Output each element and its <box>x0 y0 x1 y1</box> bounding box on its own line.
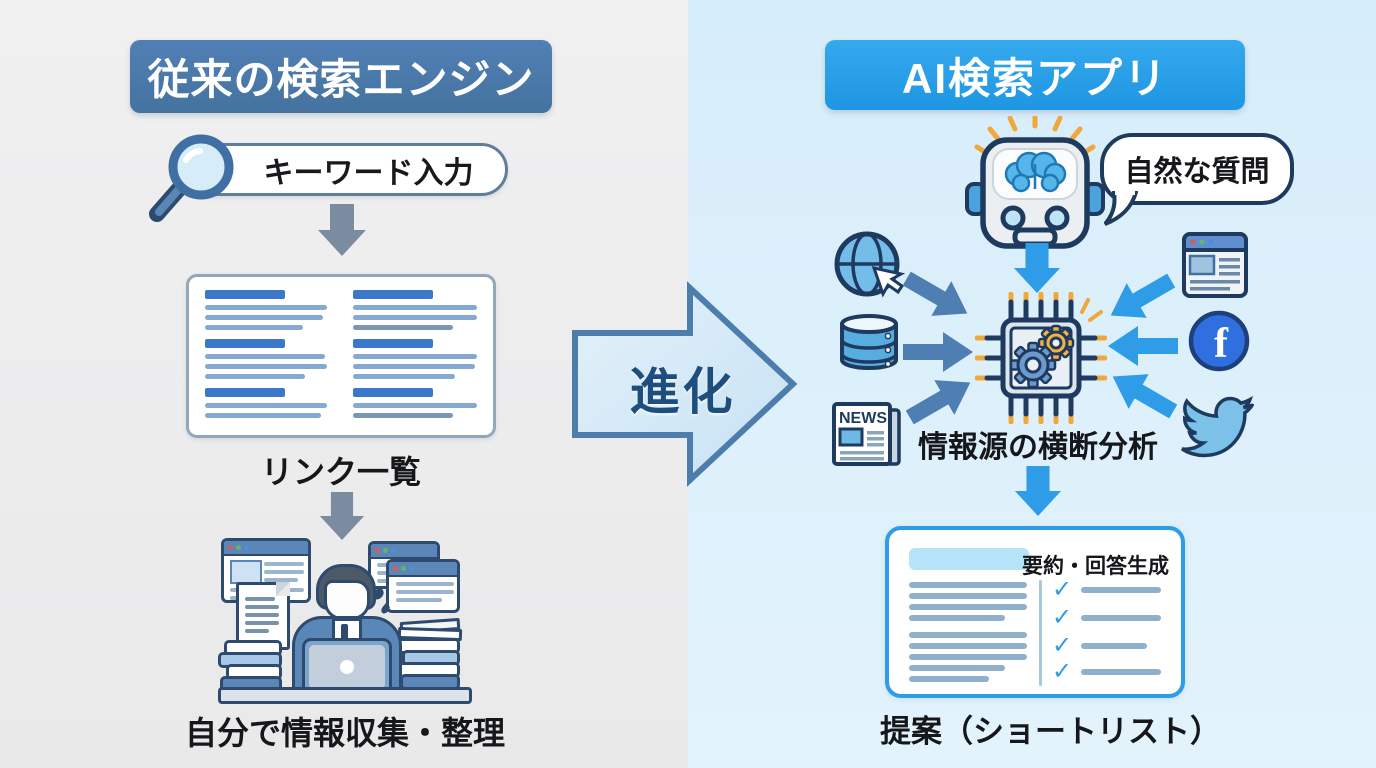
desk <box>218 687 472 704</box>
flow-arrow-left-icon <box>1112 374 1178 419</box>
keyword-search-label: キーワード入力 <box>263 156 474 190</box>
flow-arrow-right-icon <box>905 380 971 425</box>
down-arrow-icon <box>319 492 365 540</box>
cpu-chip-icon <box>975 292 1107 424</box>
manual-research-illustration <box>208 538 522 704</box>
browser-window-icon <box>386 559 460 613</box>
facebook-letter: f <box>1214 321 1229 367</box>
analysis-caption: 情報源の横断分析 <box>918 431 1158 464</box>
check-icon: ✓ <box>1052 632 1073 659</box>
browser-window-icon <box>1182 232 1248 298</box>
database-icon <box>840 314 898 370</box>
link-results-box <box>186 274 496 438</box>
right-panel-header: AI検索アプリ <box>825 40 1245 110</box>
flow-arrow-left-icon <box>1110 273 1176 318</box>
checklist-item: ✓ <box>1052 576 1162 603</box>
checklist-item: ✓ <box>1052 604 1162 631</box>
card-divider <box>1039 580 1042 686</box>
keyword-search-bar: キーワード入力 <box>183 143 508 196</box>
gear-orange-icon <box>1037 324 1075 362</box>
speech-bubble-tail <box>1104 191 1138 226</box>
link-results-column <box>205 290 329 422</box>
speech-bubble: 自然な質問 <box>1100 133 1294 205</box>
left-panel-title: 従来の検索エンジン <box>147 56 535 103</box>
check-icon: ✓ <box>1052 576 1073 603</box>
globe-icon <box>834 231 906 298</box>
gear-blue-icon <box>1009 341 1057 389</box>
news-icon-text: NEWS <box>839 410 887 427</box>
right-panel-title: AI検索アプリ <box>901 54 1168 102</box>
flow-arrow-right-icon <box>902 271 968 316</box>
facebook-icon: f <box>1188 310 1250 372</box>
flow-arrow-left-icon <box>1108 326 1178 366</box>
check-icon: ✓ <box>1052 658 1073 685</box>
checklist-item: ✓ <box>1052 658 1162 685</box>
left-panel-header: 従来の検索エンジン <box>130 40 552 113</box>
sparkle-rays <box>1080 298 1103 322</box>
down-arrow-icon <box>1014 466 1062 516</box>
ai-robot-icon <box>965 116 1105 249</box>
speech-bubble-text: 自然な質問 <box>1124 156 1270 188</box>
summary-title: 要約・回答生成 <box>1022 555 1169 578</box>
chip-pins <box>975 292 1107 424</box>
check-icon: ✓ <box>1052 604 1073 631</box>
evolution-label: 進化 <box>629 364 736 420</box>
highlight-bar <box>909 548 1029 570</box>
checklist-item: ✓ <box>1052 632 1148 659</box>
laptop-icon <box>302 638 392 696</box>
ai-result-card: 要約・回答生成 ✓ ✓ ✓ ✓ <box>885 526 1185 698</box>
proposal-caption: 提案（ショートリスト） <box>880 714 1221 749</box>
evolution-arrow <box>572 281 798 487</box>
twitter-icon <box>1181 395 1254 458</box>
cursor-icon <box>871 265 906 298</box>
down-arrow-icon <box>318 204 366 256</box>
work-caption: 自分で情報収集・整理 <box>184 715 505 751</box>
news-icon: NEWS <box>832 402 901 466</box>
brain-icon <box>1004 151 1067 193</box>
link-results-column <box>353 290 477 422</box>
flow-arrow-right-icon <box>903 332 973 372</box>
links-caption: リンク一覧 <box>260 454 421 490</box>
magnifier-icon <box>149 134 234 222</box>
down-arrow-icon <box>1013 243 1061 293</box>
